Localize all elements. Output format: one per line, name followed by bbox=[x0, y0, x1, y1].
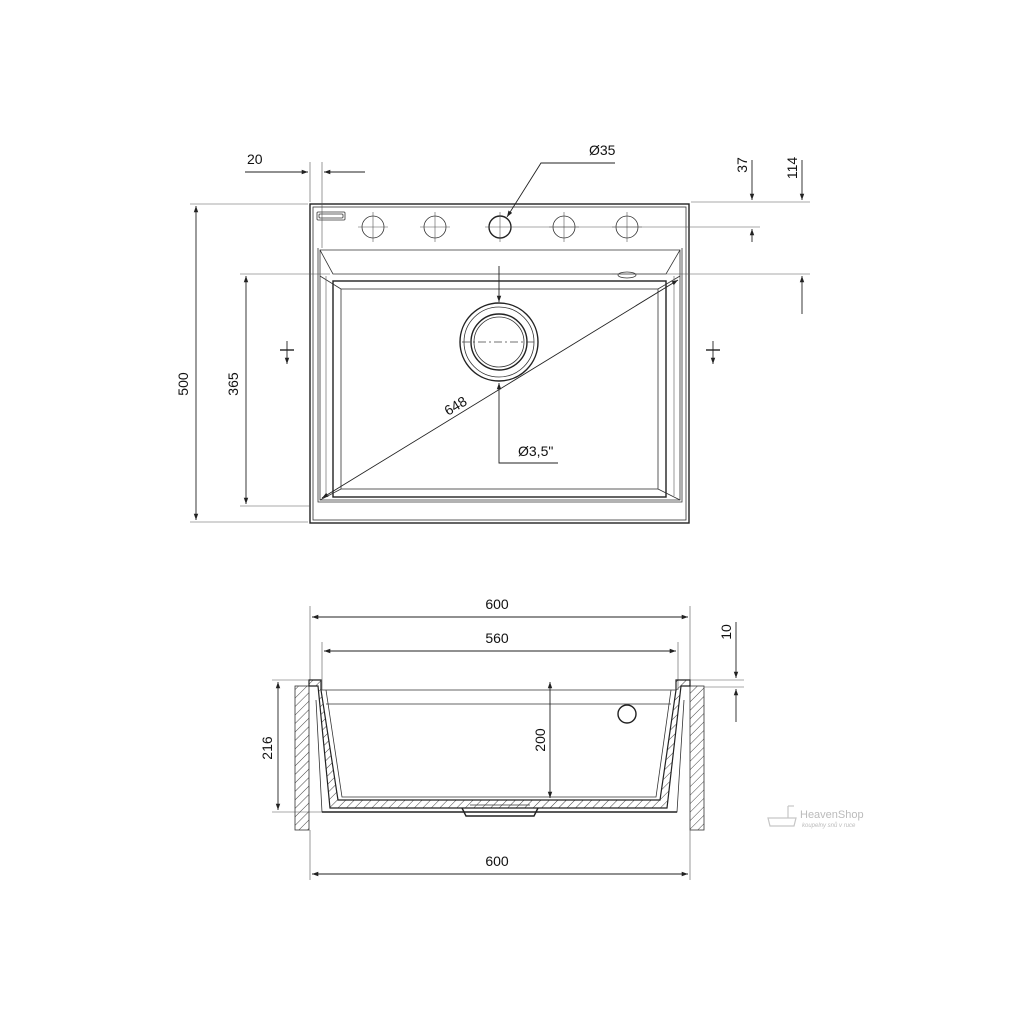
overflow-hole bbox=[617, 271, 637, 279]
tap-offset-label: 37 bbox=[734, 157, 750, 173]
tap-hole-size-label: Ø35 bbox=[589, 142, 616, 158]
drain bbox=[459, 302, 539, 382]
watermark: HeavenShop koupelny snů v ruce bbox=[767, 805, 864, 829]
diagonal-label: 648 bbox=[441, 393, 469, 419]
height-label: 216 bbox=[259, 736, 275, 760]
drain-size-label: Ø3,5" bbox=[518, 443, 553, 459]
rim-label: 10 bbox=[718, 624, 734, 640]
basin-height-label: 200 bbox=[532, 728, 548, 752]
watermark-brand: HeavenShop bbox=[800, 809, 864, 821]
diagonal-dim-line bbox=[321, 279, 679, 499]
basin-depth-label: 365 bbox=[225, 372, 241, 396]
section-marker-right bbox=[706, 341, 720, 364]
top-width-label: 600 bbox=[485, 596, 509, 612]
basin-offset-label: 114 bbox=[784, 157, 800, 180]
overflow-slot bbox=[316, 211, 346, 221]
total-depth-label: 500 bbox=[175, 372, 191, 396]
sink-outline bbox=[309, 203, 690, 524]
top-view: 648 Ø3,5" Ø35 20 500 365 bbox=[175, 142, 810, 524]
overflow-hole-section bbox=[617, 704, 637, 724]
drain-section bbox=[461, 807, 539, 817]
bottom-width-label: 600 bbox=[485, 853, 509, 869]
basin bbox=[317, 248, 683, 503]
basin-width-label: 560 bbox=[485, 630, 509, 646]
bathtub-icon bbox=[767, 805, 797, 827]
sink-section bbox=[308, 679, 691, 809]
margin-label: 20 bbox=[247, 151, 263, 167]
watermark-tagline: koupelny snů v ruce bbox=[802, 822, 856, 829]
section-marker-left bbox=[280, 341, 294, 364]
countertop-left bbox=[294, 685, 310, 831]
section-view: 600 560 200 216 10 bbox=[259, 596, 744, 880]
countertop-right bbox=[689, 685, 705, 831]
